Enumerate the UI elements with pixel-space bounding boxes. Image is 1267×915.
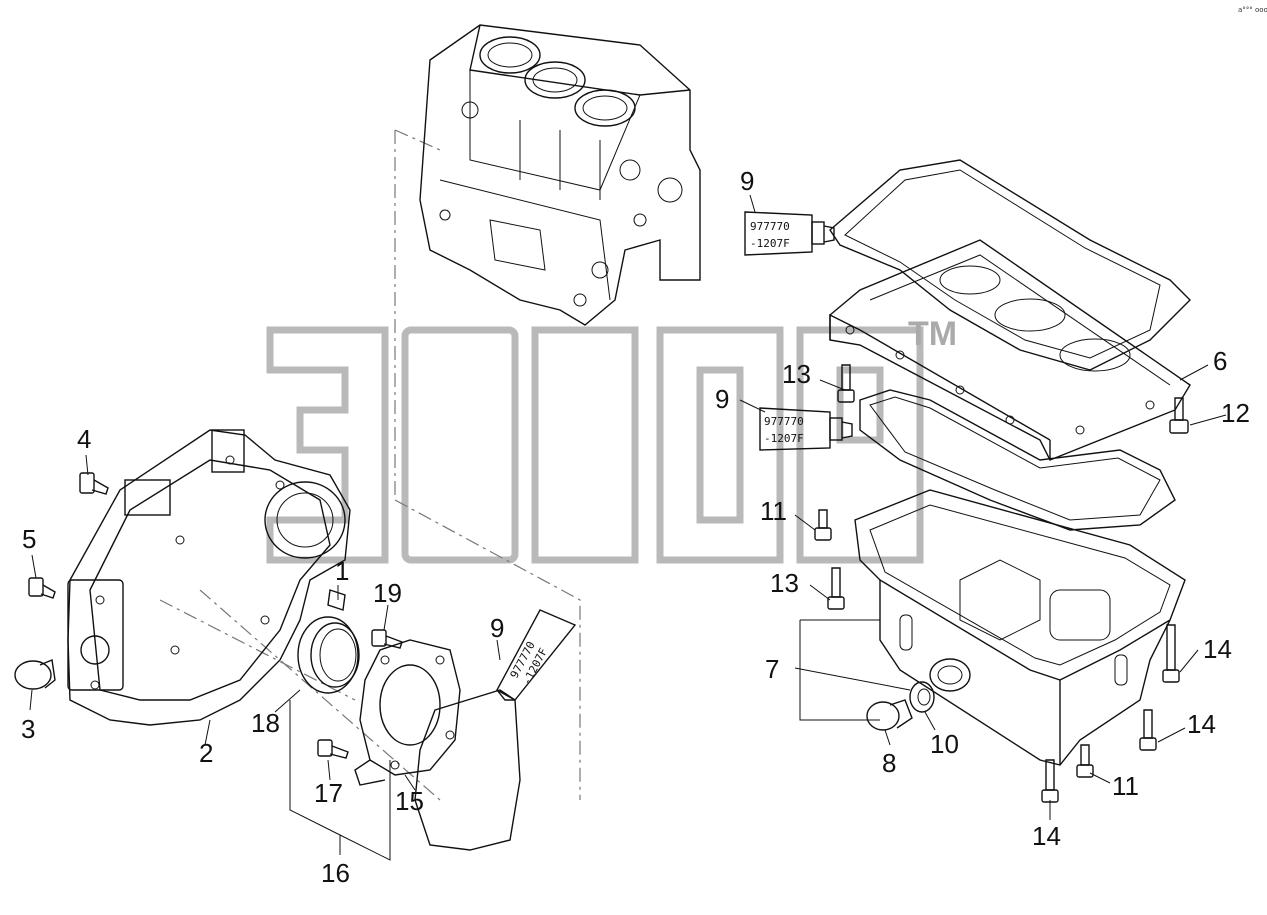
tube-text-upper-2: -1207F [750, 237, 790, 250]
label-16: 16 [321, 858, 350, 888]
sealant-tube-upper: 977770 -1207F [744, 211, 835, 256]
bolt-part-14-bottom [1041, 759, 1059, 803]
sealant-tube-lower: 977770 -1207F [496, 609, 577, 701]
label-1: 1 [335, 556, 349, 586]
oil-pan-frame-part-6 [829, 239, 1191, 461]
bolt-part-14-right-upper [1162, 624, 1180, 683]
bolt-part-13-upper [837, 364, 855, 403]
label-11-lower: 11 [1112, 771, 1139, 801]
label-6: 6 [1213, 346, 1227, 376]
label-5: 5 [22, 524, 36, 554]
corner-mark: a°°° ooo [1238, 6, 1267, 14]
label-9-top: 9 [740, 166, 754, 196]
sealant-tube-middle: 977770 -1207F [759, 407, 853, 451]
seal-retainer-part-15 [354, 639, 461, 786]
label-7: 7 [765, 654, 779, 684]
bolt-part-14-right-lower [1139, 709, 1157, 751]
watermark-logo: TM [266, 315, 957, 564]
flywheel-housing [67, 429, 351, 726]
label-18: 18 [251, 708, 280, 738]
part-labels: 1 2 3 4 5 6 7 8 9 9 9 10 11 11 12 13 13 … [21, 166, 1250, 888]
label-15: 15 [395, 786, 424, 816]
leader-lines [29, 194, 1227, 861]
bolt-part-19 [371, 629, 403, 649]
bolt-part-11-lower [1076, 744, 1094, 778]
label-19: 19 [373, 578, 402, 608]
pin-part-1 [327, 589, 346, 611]
label-9-middle: 9 [715, 384, 729, 414]
label-13-lower: 13 [770, 568, 799, 598]
label-8: 8 [882, 748, 896, 778]
oil-seal-part-18 [297, 616, 360, 694]
label-13-upper: 13 [782, 359, 811, 389]
label-2: 2 [199, 738, 213, 768]
oil-pan-part-7 [854, 489, 1186, 766]
bolt-part-11-upper [814, 509, 832, 541]
label-14-right-upper: 14 [1203, 634, 1232, 664]
tube-text-upper-1: 977770 [750, 220, 790, 233]
upper-gasket [829, 159, 1191, 371]
watermark-tm: TM [908, 315, 957, 353]
bolt-part-13-lower [827, 567, 845, 610]
tube-text-middle-2: -1207F [764, 432, 804, 445]
label-3: 3 [21, 714, 35, 744]
drain-plug-part-8 [866, 699, 913, 731]
label-14-right-lower: 14 [1187, 709, 1216, 739]
label-9-left: 9 [490, 613, 504, 643]
bolt-part-12 [1169, 397, 1189, 434]
cylinder-block [419, 24, 701, 326]
label-14-bottom: 14 [1032, 821, 1061, 851]
label-17: 17 [314, 778, 343, 808]
plug-part-3 [14, 659, 56, 690]
gasket-part-9-left [414, 689, 521, 851]
label-10: 10 [930, 729, 959, 759]
bolt-part-17 [317, 739, 349, 759]
label-11-upper: 11 [760, 496, 787, 526]
label-4: 4 [77, 424, 91, 454]
label-12: 12 [1221, 398, 1250, 428]
bolt-part-5 [28, 577, 56, 599]
assembly-centerlines [159, 129, 581, 801]
washer-part-10 [909, 681, 935, 713]
tube-text-middle-1: 977770 [764, 415, 804, 428]
lower-gasket [859, 389, 1176, 531]
bolt-part-4 [79, 472, 109, 495]
